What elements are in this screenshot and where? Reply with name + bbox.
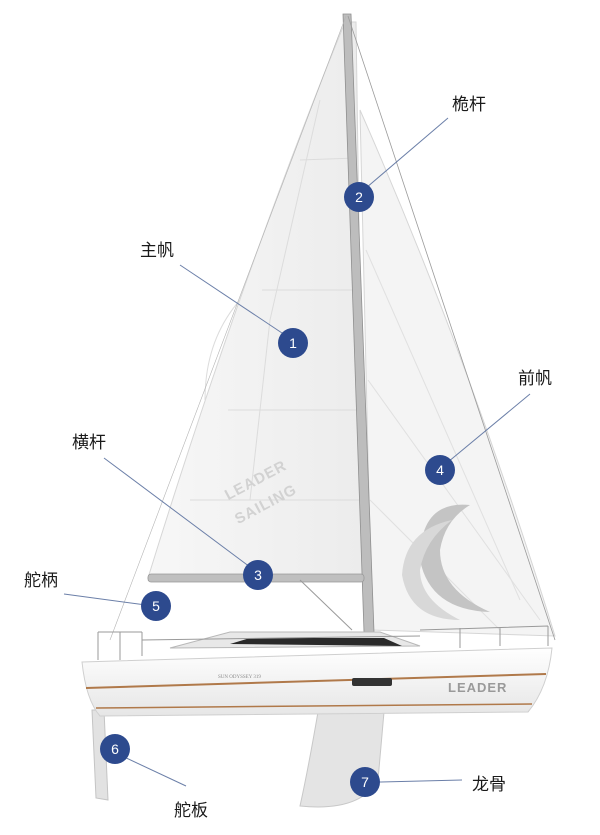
label-mainsail: 主帆 (140, 241, 174, 261)
leader-line-3 (103, 457, 251, 568)
leader-line-2 (365, 117, 449, 189)
hull-model: SUN ODYSSEY 319 (218, 675, 261, 680)
leader-line-7 (379, 779, 463, 783)
marker-2: 2 (344, 182, 374, 212)
label-tiller: 舵柄 (24, 571, 58, 591)
railings (97, 625, 549, 660)
forestay (347, 15, 556, 641)
mainsail (147, 21, 365, 579)
marker-3: 3 (243, 560, 273, 590)
label-rudder: 舵板 (174, 801, 208, 821)
marker-4: 4 (425, 455, 455, 485)
leader-line-4 (447, 393, 531, 463)
hull (81, 647, 553, 717)
marker-7: 7 (350, 767, 380, 797)
backstay (109, 15, 347, 641)
label-foresail: 前帆 (518, 369, 552, 389)
leader-line-1 (179, 264, 286, 336)
hull-brand: LEADER (448, 680, 508, 695)
marker-1: 1 (278, 328, 308, 358)
boom-vang (299, 579, 353, 631)
hull-stripe (85, 673, 547, 689)
leader-lines (63, 117, 531, 787)
mainsail-seams (190, 99, 362, 501)
marker-6: 6 (100, 734, 130, 764)
label-boom: 横杆 (72, 433, 106, 453)
hull-stripe-lower (95, 703, 533, 709)
cabin-window (230, 638, 402, 646)
hull-window (352, 678, 392, 686)
leader-line-6 (121, 755, 187, 787)
leader-line-5 (63, 593, 147, 606)
label-keel: 龙骨 (472, 775, 506, 795)
marker-5: 5 (141, 591, 171, 621)
sail-logo (402, 504, 490, 620)
label-mast: 桅杆 (452, 95, 486, 115)
